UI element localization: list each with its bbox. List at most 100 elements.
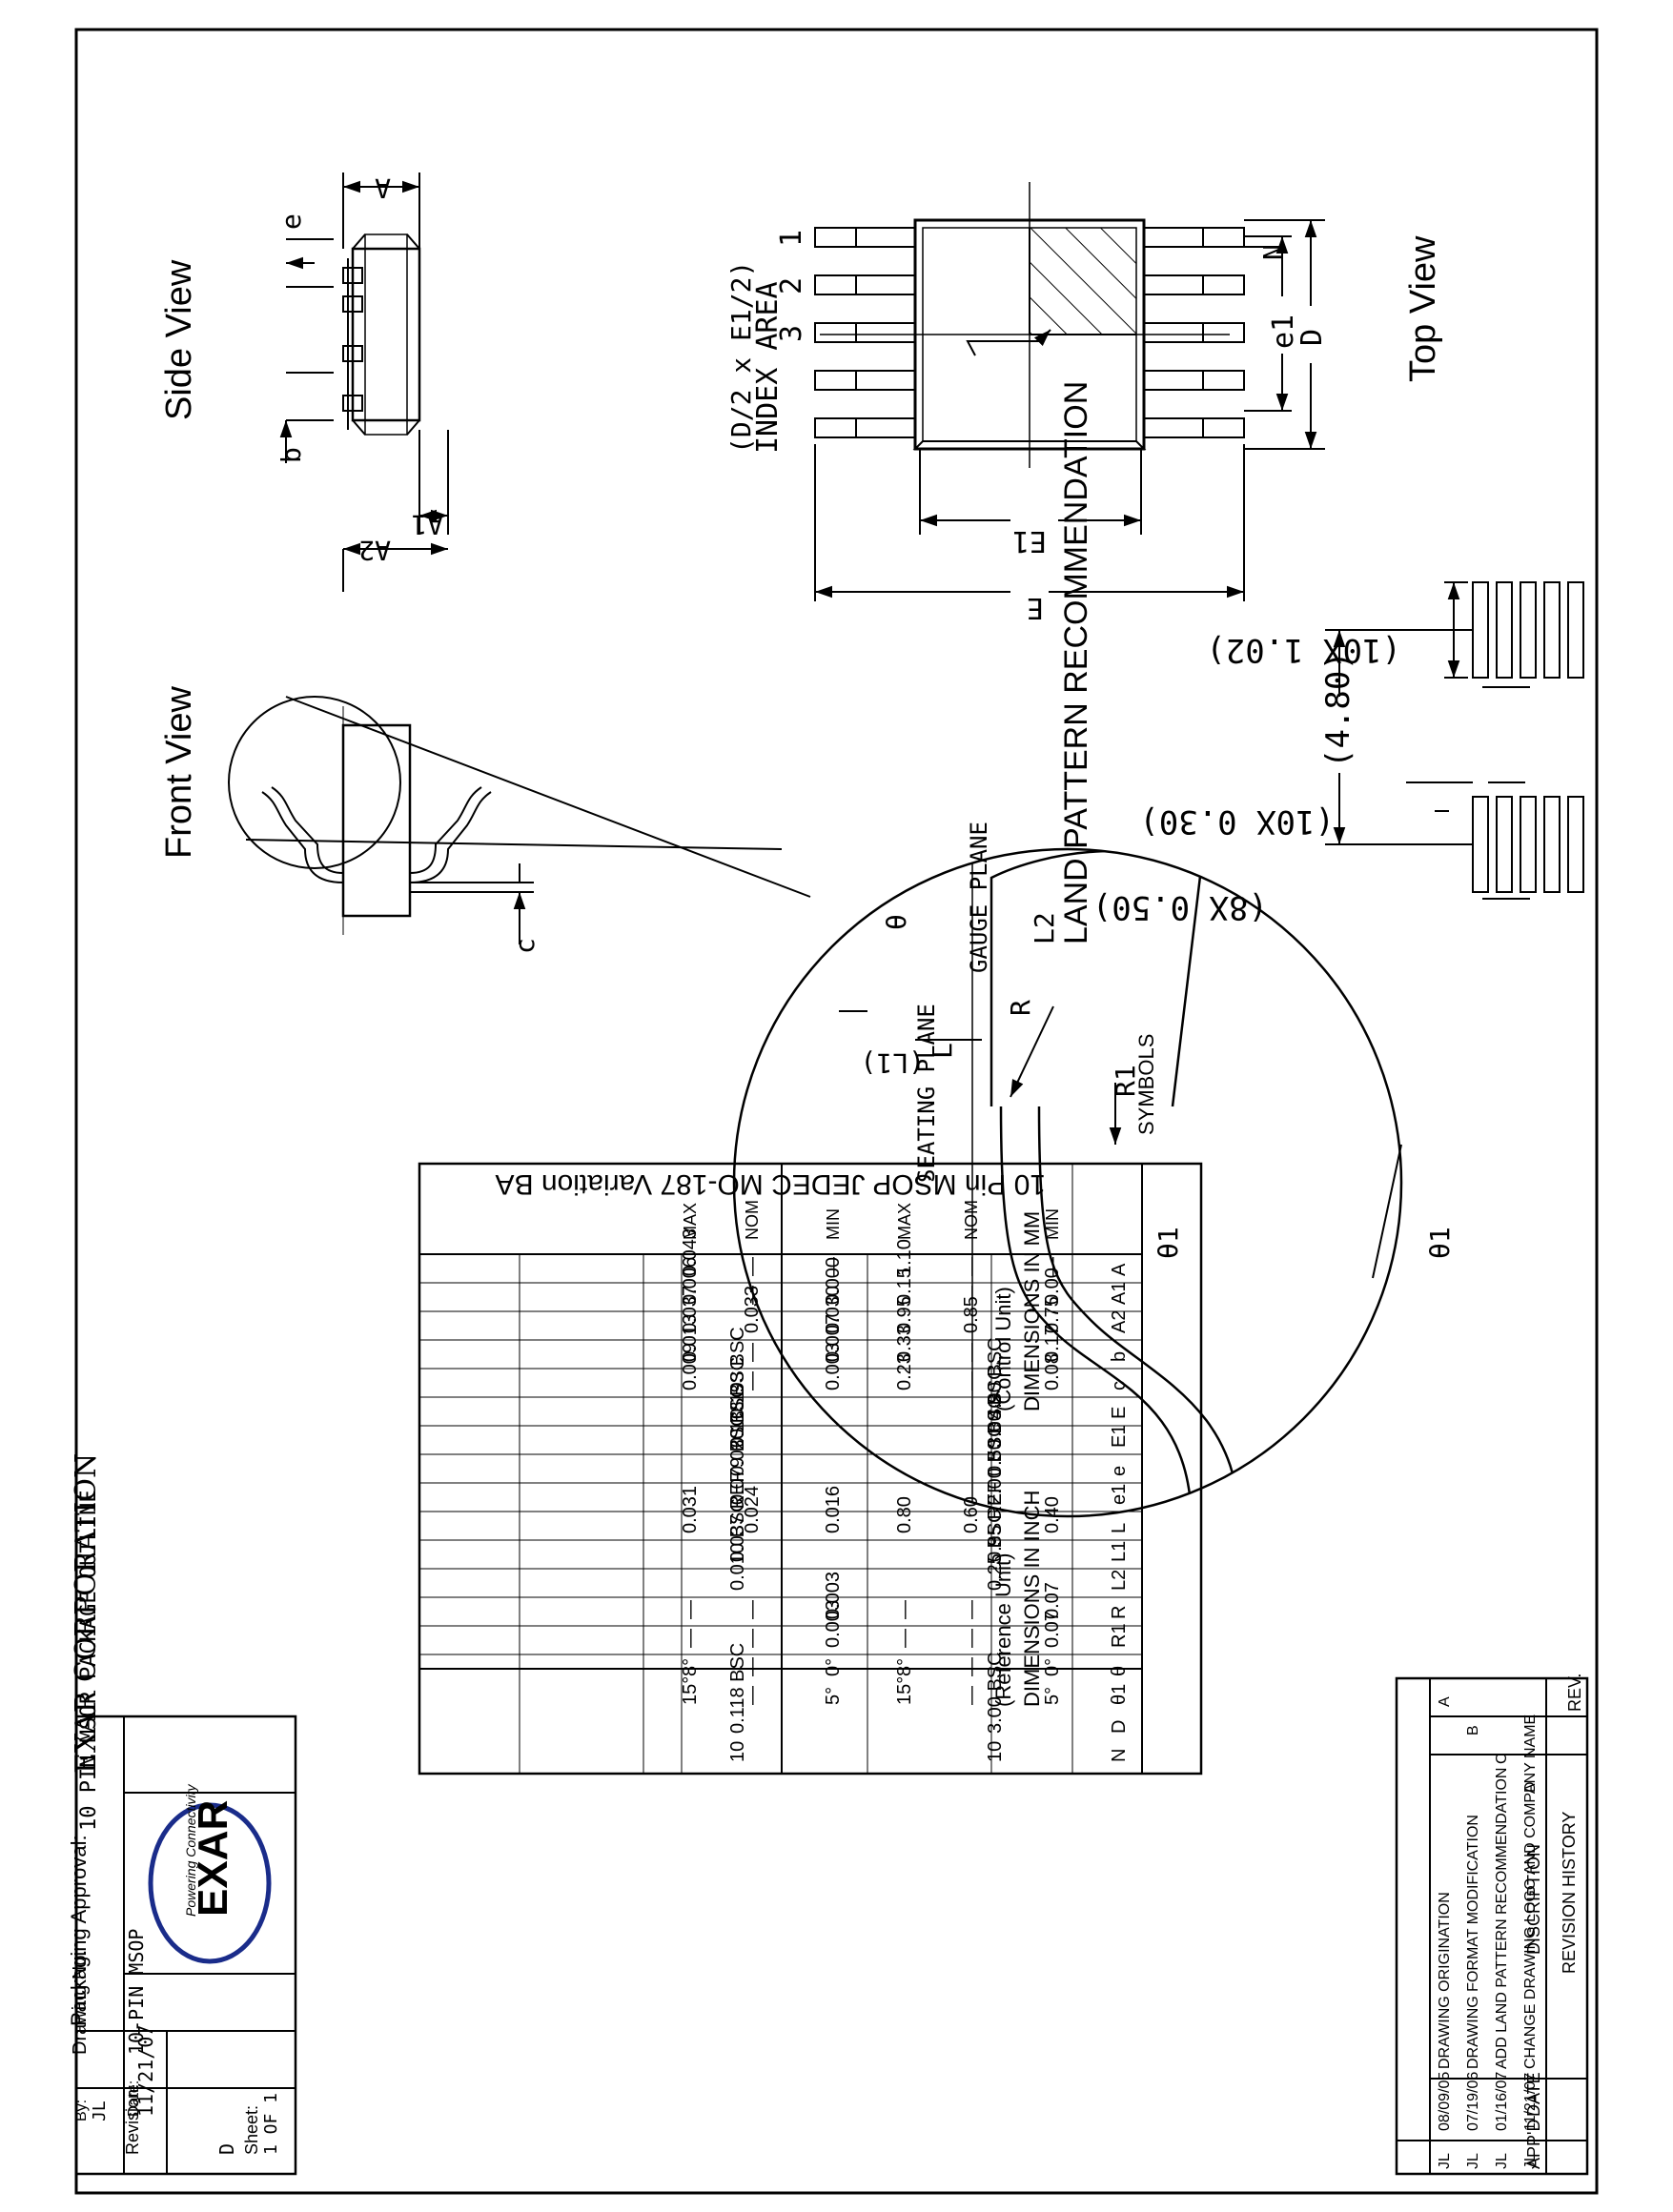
- dim-table-mm-span: 3.00 BSC: [985, 1652, 1006, 1734]
- dim-table-inch-header: DIMENSIONS IN INCH: [1020, 1491, 1044, 1707]
- rev-code: D: [1522, 1781, 1539, 1793]
- dim-theta: θ: [881, 914, 912, 930]
- rev-code: B: [1465, 1725, 1481, 1735]
- dim-table-mm-value: 0.95: [894, 1296, 915, 1333]
- exar-logo: [148, 1802, 272, 1964]
- dim-table-symbol: e: [1109, 1466, 1130, 1476]
- dim-table-mm-value: —: [961, 1686, 982, 1705]
- dim-N: N: [1257, 244, 1289, 260]
- dim-table-inch-span: 0.079 BSC: [727, 1412, 748, 1505]
- rev-description: DRAWING ORIGINATION: [1437, 1892, 1453, 2069]
- dim-table-inch-value: 5°: [823, 1687, 844, 1705]
- dim-table-inch-value: 15°: [680, 1676, 701, 1705]
- date-value: 11/21/07: [134, 2025, 157, 2117]
- dim-table-symbol: A2: [1109, 1310, 1130, 1333]
- dim-table-inch-span: 0.010 BSC: [727, 1498, 748, 1591]
- dim-table-inch-value: 0.043: [680, 1228, 701, 1276]
- dim-table-mm-value: 0.80: [894, 1496, 915, 1533]
- dim-table-inch-value: —: [742, 1629, 763, 1648]
- dim-table-symbol: θ: [1109, 1666, 1130, 1676]
- gauge-plane-label: GAUGE PLANE: [966, 822, 992, 973]
- dim-table-inch-value: 0.024: [742, 1486, 763, 1533]
- by-label: By:: [73, 2100, 90, 2121]
- dim-table-mm-value: —: [894, 1600, 915, 1619]
- top-view: Top View 1 2 3 INDE: [725, 182, 1443, 624]
- dim-E1: E1: [1012, 524, 1047, 558]
- dim-theta1-a: θ1: [1153, 1227, 1184, 1259]
- dim-table-inch-value: 0.033: [742, 1286, 763, 1333]
- pin-1-label: 1: [775, 230, 808, 247]
- revision-history-title: REVISION HISTORY: [1560, 1812, 1579, 1974]
- dim-table-inch-value: 0.016: [823, 1486, 844, 1533]
- sheet-border: [74, 28, 1599, 2195]
- dim-e: e: [275, 213, 307, 230]
- dim-L2: L2: [1029, 912, 1060, 944]
- dim-table-mm-span: 0.50 BSC: [985, 1394, 1006, 1476]
- top-view-pins-lower: [814, 227, 916, 438]
- dim-table-mm-span: 10: [985, 1741, 1006, 1762]
- dim-table-symbol: N: [1109, 1749, 1130, 1762]
- logo-tagline: Powering Connectivity: [183, 1783, 198, 1917]
- rev-code: C: [1494, 1753, 1510, 1764]
- dim-table-mm-span: 4.90 BSC: [985, 1337, 1006, 1419]
- dim-table-inch-value: —: [742, 1686, 763, 1705]
- dim-table-symbol: D: [1109, 1720, 1130, 1734]
- rev-date: 11/21/07: [1522, 2073, 1539, 2131]
- dim-table-inch-value: 0.007: [823, 1314, 844, 1362]
- dim-table-col-header: NOM: [743, 1200, 762, 1240]
- dim-L1: (L1): [861, 1047, 925, 1079]
- front-view: Front View c: [159, 686, 811, 954]
- dim-table-inch-span: 10: [727, 1741, 748, 1762]
- by-value: JL: [90, 2100, 110, 2121]
- dim-table-inch-value: —: [823, 1257, 844, 1276]
- dim-table-mm-value: —: [961, 1629, 982, 1648]
- dim-table-mm-span: 2.00 BSC: [985, 1423, 1006, 1505]
- dim-table-inch-value: —: [742, 1286, 763, 1305]
- dim-table-inch-value: —: [680, 1600, 701, 1619]
- dim-table-inch-value: 0.003: [823, 1572, 844, 1619]
- dim-table-inch-value: 0.030: [823, 1286, 844, 1333]
- top-view-title: Top View: [1403, 235, 1443, 382]
- land-pad-width: (10X 0.30): [1139, 802, 1335, 841]
- dim-table-mm-value: —: [961, 1257, 982, 1276]
- date-label: Date:: [126, 2080, 142, 2117]
- dim-table-symbol: L1: [1109, 1541, 1130, 1562]
- land-pattern: LAND PATTERN RECOMMENDATION (10X 1.02) (…: [1058, 381, 1584, 944]
- side-view: Side View e b A A1 A2: [159, 172, 449, 592]
- title-block: EXAR Powering Connectivity EXAR CORPORAT…: [67, 1453, 297, 2176]
- rev-header-desc: DISCRIPTION: [1524, 1844, 1543, 1955]
- dim-table-mm-value: 0.00: [1042, 1268, 1063, 1305]
- dim-table-inch-span: 0.193 BSC: [727, 1327, 748, 1419]
- dim-table-mm-value: 0.33: [894, 1325, 915, 1362]
- dim-table-inch-value: —: [742, 1657, 763, 1676]
- detail-circle-large: [732, 847, 1403, 1518]
- dim-table-mm-value: —: [961, 1371, 982, 1390]
- land-pattern-title: LAND PATTERN RECOMMENDATION: [1058, 381, 1094, 944]
- dim-theta1-b: θ1: [1424, 1227, 1456, 1259]
- rev-date: 07/19/06: [1465, 2072, 1481, 2131]
- pin-3-label: 3: [775, 325, 808, 342]
- rev-date: 08/09/05: [1437, 2072, 1453, 2131]
- dim-e1: e1: [1267, 315, 1300, 349]
- dim-table-symbol: E1: [1109, 1425, 1130, 1448]
- dim-A1: A1: [411, 509, 443, 540]
- dim-table-mm-value: —: [894, 1629, 915, 1648]
- dim-R: R: [1005, 1000, 1036, 1016]
- dim-table-mm-value: 0.17: [1042, 1325, 1063, 1362]
- dim-table-inch-value: 0.000: [823, 1257, 844, 1305]
- dim-table-col-header: MIN: [824, 1208, 843, 1240]
- dim-table-mm-value: 0.07: [1042, 1611, 1063, 1648]
- dim-table-symbol: R1: [1109, 1623, 1130, 1648]
- dim-table-symbol: A: [1109, 1263, 1130, 1276]
- packaging-approval-label: Packaging Approval:: [67, 1835, 91, 2026]
- dim-table-mm-value: 1.10: [894, 1239, 915, 1276]
- dim-table-inch-span: 0.037 REF: [727, 1471, 748, 1562]
- drawing-title: 10 PIN MSOP PACKAGE OUTLINE: [77, 1490, 101, 1831]
- dim-table-col-header: MIN: [1043, 1208, 1062, 1240]
- top-view-pins-upper: [1143, 227, 1245, 438]
- logo-text: EXAR: [190, 1800, 236, 1917]
- dim-table-inch-value: 0.031: [680, 1486, 701, 1533]
